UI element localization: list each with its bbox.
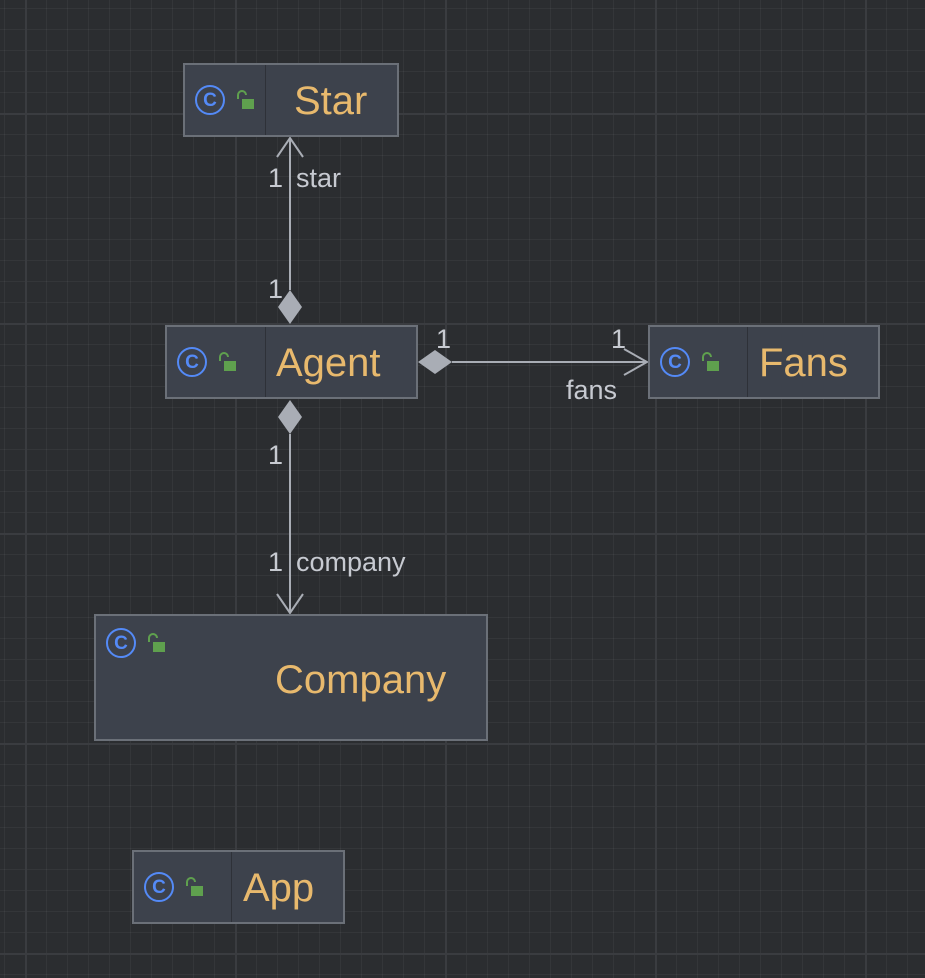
multiplicity-label: 1 [611,324,627,354]
multiplicity-label: 1 [436,324,452,354]
class-icon: C [144,872,174,902]
composition-diamond-fans [418,350,452,374]
class-name: Agent [276,341,381,385]
class-name: Company [275,658,447,702]
role-label-fans: fans [566,375,618,405]
arrowhead-company [276,593,304,615]
class-icon: C [177,347,207,377]
multiplicity-label: 1 [268,547,284,577]
arrowhead-star [276,136,304,158]
class-node-app[interactable]: C App [132,850,345,924]
composition-diamond-company [278,400,302,434]
public-lock-icon [148,633,165,652]
edge-agent-company[interactable] [276,400,304,615]
class-node-header: C [185,65,255,135]
class-node-agent[interactable]: C Agent [165,325,418,399]
class-icon: C [660,347,690,377]
class-node-fans[interactable]: C Fans [648,325,880,399]
public-lock-icon [702,352,719,371]
class-name: App [243,866,315,910]
class-icon: C [195,85,225,115]
edge-agent-star[interactable] [276,136,304,324]
role-label-star: star [296,163,342,193]
header-divider [747,327,748,397]
multiplicity-label: 1 [268,163,284,193]
class-node-star[interactable]: C Star [183,63,399,137]
class-name: Fans [759,341,848,385]
composition-diamond-star [278,290,302,324]
public-lock-icon [237,90,254,109]
header-divider [231,852,232,922]
class-node-header: C [96,616,166,670]
class-name: Star [294,79,368,123]
arrowhead-fans [623,348,650,376]
multiplicity-label: 1 [268,274,284,304]
class-node-header: C [134,852,204,922]
class-node-header: C [650,327,720,397]
header-divider [265,65,266,135]
public-lock-icon [186,877,203,896]
edge-agent-fans[interactable] [418,348,650,376]
role-label-company: company [296,547,406,577]
multiplicity-label: 1 [268,440,284,470]
class-icon: C [106,628,136,658]
class-node-company[interactable]: C Company [94,614,488,741]
class-node-header: C [167,327,237,397]
header-divider [265,327,266,397]
public-lock-icon [219,352,236,371]
